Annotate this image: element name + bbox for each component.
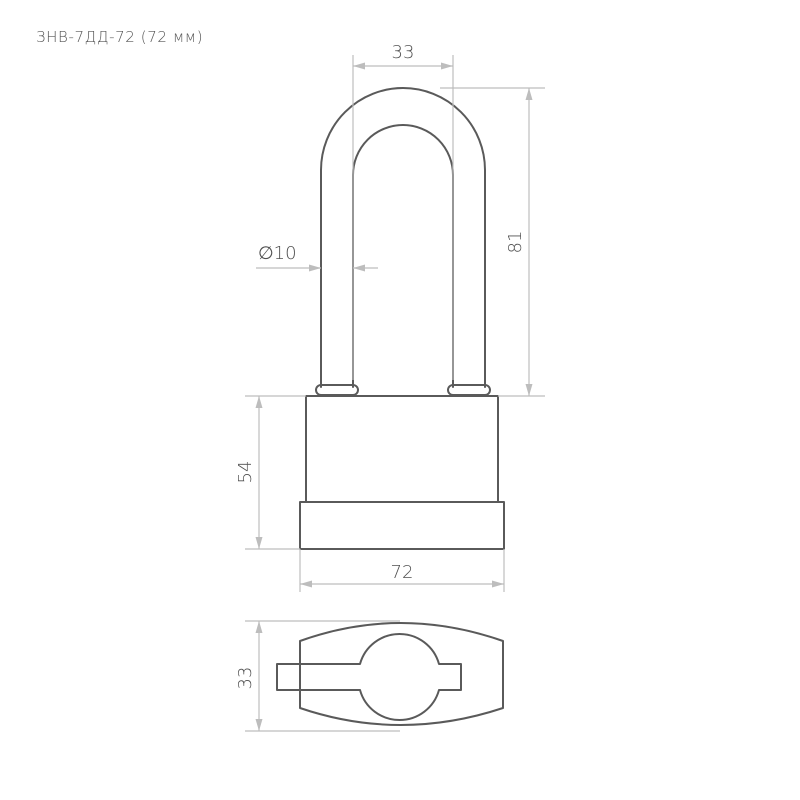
lock-body-front — [299, 395, 505, 550]
body-depth-label: 33 — [235, 667, 256, 690]
dimension-body-height: 54 — [235, 395, 306, 550]
lock-body-base — [299, 501, 505, 550]
lock-body-section — [276, 622, 504, 726]
shackle-left-collar — [315, 384, 359, 396]
dimension-shackle-diameter: ∅10 — [256, 243, 378, 272]
shackle-height-label: 81 — [505, 231, 526, 254]
shackle-diameter-label: ∅10 — [258, 243, 297, 264]
shackle-outer-contour — [320, 87, 486, 388]
shackle — [315, 87, 491, 396]
shackle-inner-width-label: 33 — [392, 42, 415, 63]
dimension-shackle-inner-width: 33 — [352, 42, 454, 380]
section-outer-contour — [299, 622, 504, 726]
dimension-shackle-height: 81 — [440, 87, 545, 397]
body-width-label: 72 — [391, 562, 414, 583]
shackle-right-collar — [447, 384, 491, 396]
page-title: ЗНВ-7ДД-72 (72 мм) — [36, 28, 204, 46]
section-keyway-contour — [276, 632, 462, 722]
lock-body-upper — [305, 395, 499, 503]
dimension-body-depth: 33 — [235, 620, 400, 732]
dimension-body-width: 72 — [299, 549, 505, 592]
shackle-inner-contour — [352, 124, 454, 388]
body-height-label: 54 — [235, 461, 256, 484]
